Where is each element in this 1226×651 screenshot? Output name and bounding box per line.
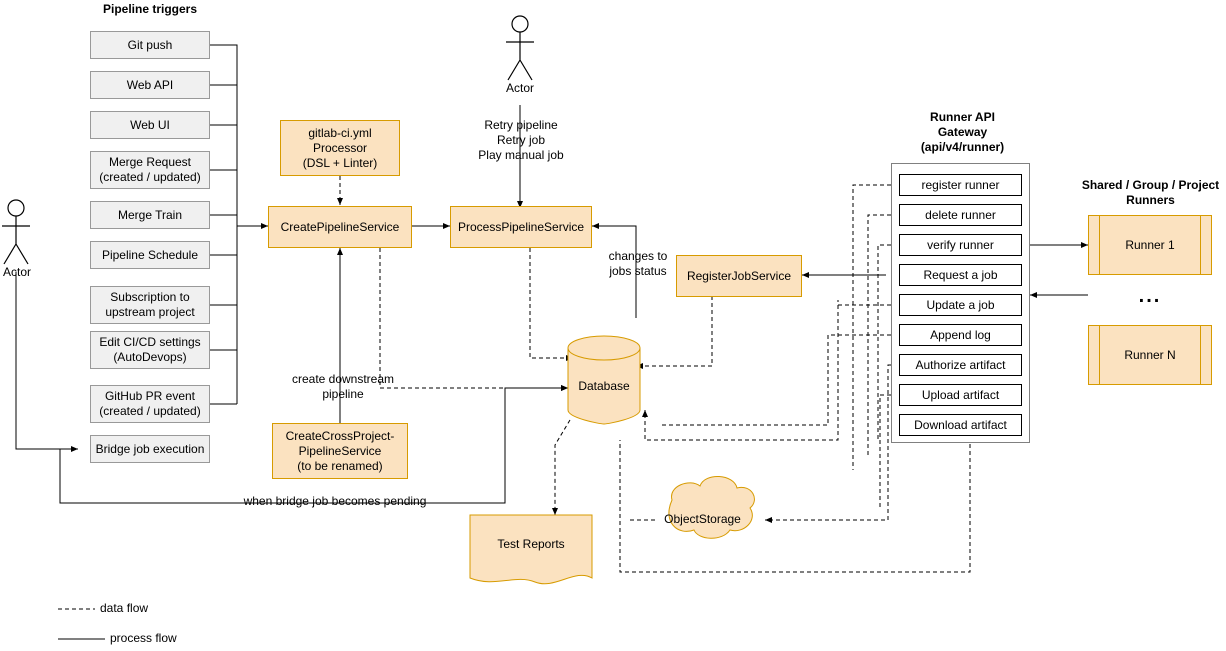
item-label: verify runner bbox=[927, 237, 994, 252]
process-pipeline-service[interactable]: ProcessPipelineService bbox=[450, 206, 592, 248]
trigger-merge-request[interactable]: Merge Request (created / updated) bbox=[90, 151, 210, 189]
legend-data-flow-label: data flow bbox=[100, 601, 149, 616]
label-pipeline: pipeline bbox=[322, 387, 364, 402]
runner-left-band bbox=[1099, 216, 1100, 274]
database-label: Database bbox=[578, 379, 630, 394]
trigger-label-line1: Merge Request bbox=[108, 155, 192, 169]
trigger-label-line1: GitHub PR event bbox=[104, 389, 196, 403]
register-job-service[interactable]: RegisterJobService bbox=[676, 255, 802, 297]
runner-api-item-verify-runner[interactable]: verify runner bbox=[899, 234, 1022, 256]
label-bridge-pending: when bridge job becomes pending bbox=[243, 494, 427, 509]
service-label: CreatePipelineService bbox=[280, 219, 400, 234]
runner-api-item-delete-runner[interactable]: delete runner bbox=[899, 204, 1022, 226]
service-label: ProcessPipelineService bbox=[457, 219, 585, 234]
trigger-git-push[interactable]: Git push bbox=[90, 31, 210, 59]
service-label: RegisterJobService bbox=[686, 268, 792, 283]
trigger-pipeline-schedule[interactable]: Pipeline Schedule bbox=[90, 241, 210, 269]
trigger-web-ui[interactable]: Web UI bbox=[90, 111, 210, 139]
create-pipeline-service[interactable]: CreatePipelineService bbox=[268, 206, 412, 248]
runner-api-gateway-title-line2: Gateway bbox=[937, 125, 988, 140]
service-line3: (to be renamed) bbox=[297, 458, 383, 473]
item-label: Update a job bbox=[926, 297, 995, 312]
runner-right-band bbox=[1200, 216, 1201, 274]
item-label: Upload artifact bbox=[921, 387, 1000, 402]
service-line2: PipelineService bbox=[298, 443, 382, 458]
trigger-label: Web UI bbox=[130, 117, 170, 132]
gitlab-ci-yml-processor[interactable]: gitlab-ci.yml Processor (DSL + Linter) bbox=[280, 120, 400, 176]
runners-title-line2: Runners bbox=[1126, 193, 1175, 208]
runner-right-band bbox=[1200, 326, 1201, 384]
item-label: delete runner bbox=[925, 207, 996, 222]
label-retry-job: Retry job bbox=[496, 133, 546, 148]
trigger-github-pr-event[interactable]: GitHub PR event (created / updated) bbox=[90, 385, 210, 423]
create-cross-project-pipeline-service[interactable]: CreateCrossProject- PipelineService (to … bbox=[272, 423, 408, 479]
trigger-edit-cicd-settings[interactable]: Edit CI/CD settings (AutoDevops) bbox=[90, 331, 210, 369]
test-reports-label: Test Reports bbox=[497, 537, 565, 552]
trigger-label-line1: Subscription to bbox=[110, 290, 190, 304]
trigger-label-line2: (created / updated) bbox=[99, 404, 201, 418]
trigger-label: Merge Train bbox=[117, 207, 183, 222]
runner-api-item-register-runner[interactable]: register runner bbox=[899, 174, 1022, 196]
label-play-manual-job: Play manual job bbox=[478, 148, 564, 163]
legend-process-flow-label: process flow bbox=[110, 631, 177, 646]
runner-api-item-request-a-job[interactable]: Request a job bbox=[899, 264, 1022, 286]
runner-label: Runner N bbox=[1124, 347, 1176, 362]
trigger-merge-train[interactable]: Merge Train bbox=[90, 201, 210, 229]
runners-ellipsis: ... bbox=[1138, 285, 1162, 307]
label-retry-pipeline: Retry pipeline bbox=[484, 118, 558, 133]
item-label: register runner bbox=[921, 177, 1000, 192]
runner-api-gateway-title-line3: (api/v4/runner) bbox=[920, 140, 1005, 155]
pipeline-triggers-title: Pipeline triggers bbox=[102, 2, 198, 17]
service-line1: CreateCrossProject- bbox=[285, 428, 395, 443]
runner-label: Runner 1 bbox=[1125, 237, 1175, 252]
trigger-label: Web API bbox=[126, 77, 174, 92]
trigger-label-line2: upstream project bbox=[105, 305, 195, 319]
trigger-label: Git push bbox=[127, 37, 173, 52]
runner-api-item-authorize-artifact[interactable]: Authorize artifact bbox=[899, 354, 1022, 376]
trigger-subscription-upstream[interactable]: Subscription to upstream project bbox=[90, 286, 210, 324]
runners-title-line1: Shared / Group / Project bbox=[1081, 178, 1220, 193]
object-storage-label: ObjectStorage bbox=[664, 512, 741, 527]
processor-line2: Processor bbox=[312, 140, 368, 155]
runner-1[interactable]: Runner 1 bbox=[1088, 215, 1212, 275]
runner-api-item-upload-artifact[interactable]: Upload artifact bbox=[899, 384, 1022, 406]
label-changes-to: changes to bbox=[608, 249, 668, 264]
item-label: Authorize artifact bbox=[915, 357, 1006, 372]
processor-line1: gitlab-ci.yml bbox=[308, 125, 372, 140]
trigger-web-api[interactable]: Web API bbox=[90, 71, 210, 99]
label-create-downstream: create downstream bbox=[291, 372, 395, 387]
runner-left-band bbox=[1099, 326, 1100, 384]
item-label: Request a job bbox=[923, 267, 998, 282]
runner-api-gateway-title-line1: Runner API bbox=[930, 110, 995, 125]
processor-line3: (DSL + Linter) bbox=[302, 155, 378, 170]
actor-left-label: Actor bbox=[2, 265, 31, 280]
trigger-label-line2: (AutoDevops) bbox=[113, 350, 187, 364]
runner-n[interactable]: Runner N bbox=[1088, 325, 1212, 385]
actor-top-label: Actor bbox=[505, 81, 534, 96]
trigger-bridge-job-execution[interactable]: Bridge job execution bbox=[90, 435, 210, 463]
trigger-label-line1: Edit CI/CD settings bbox=[99, 335, 201, 349]
label-jobs-status: jobs status bbox=[609, 264, 667, 279]
item-label: Download artifact bbox=[914, 417, 1007, 432]
runner-api-item-download-artifact[interactable]: Download artifact bbox=[899, 414, 1022, 436]
runner-api-item-append-log[interactable]: Append log bbox=[899, 324, 1022, 346]
item-label: Append log bbox=[930, 327, 991, 342]
trigger-label: Bridge job execution bbox=[95, 441, 205, 456]
trigger-label-line2: (created / updated) bbox=[99, 170, 201, 184]
runner-api-item-update-a-job[interactable]: Update a job bbox=[899, 294, 1022, 316]
trigger-label: Pipeline Schedule bbox=[101, 247, 199, 262]
